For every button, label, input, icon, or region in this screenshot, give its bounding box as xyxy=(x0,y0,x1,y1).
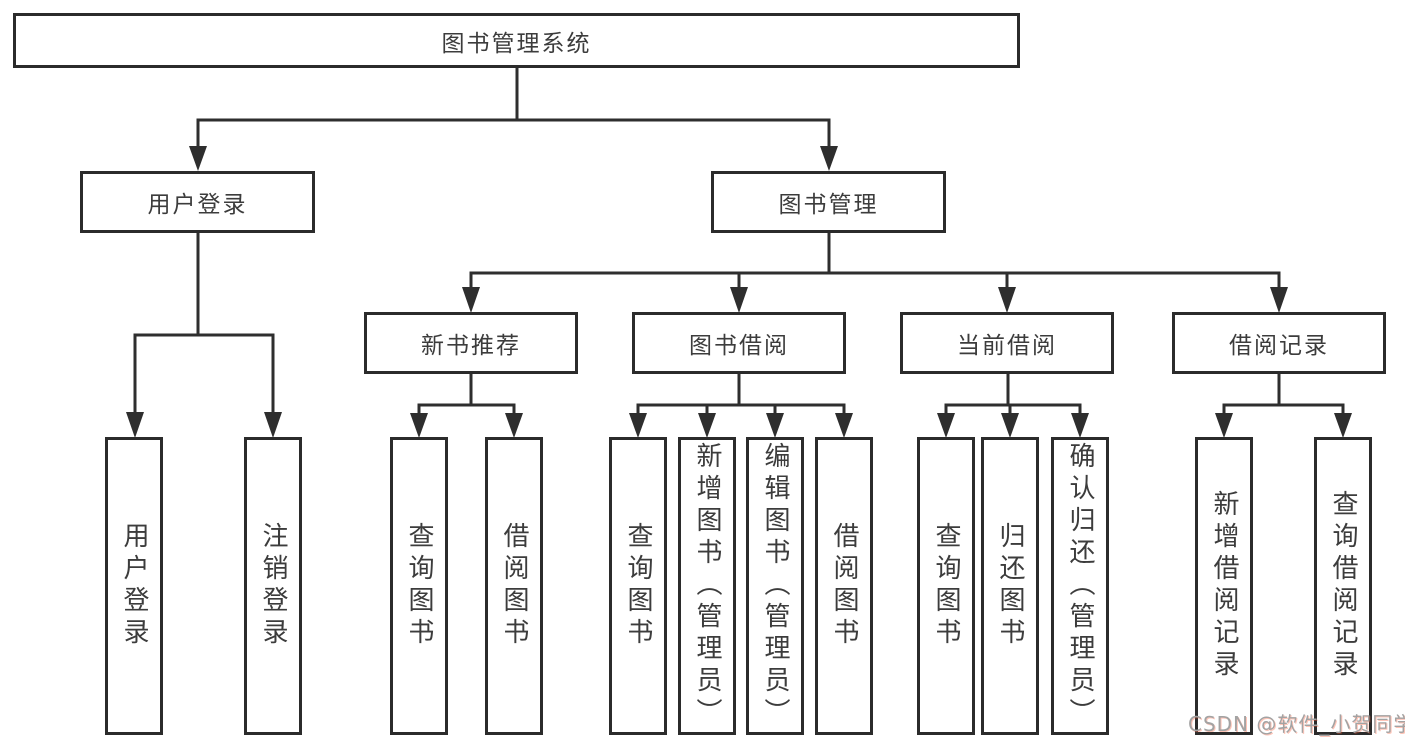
node-new-book-recommend-label: 新书推荐 xyxy=(421,333,521,359)
node-current-borrowing-label: 当前借阅 xyxy=(957,333,1057,359)
leaf-borrow-books-2-label: 借阅图书 xyxy=(829,522,859,650)
arrow-down-icon xyxy=(1270,287,1288,313)
leaf-confirm-return-admin-label: 确认归还（管理员） xyxy=(1065,442,1095,730)
leaf-add-borrow-record: 新增借阅记录 xyxy=(1195,437,1253,735)
leaf-borrow-books-1: 借阅图书 xyxy=(485,437,543,735)
leaf-query-books-1-label: 查询图书 xyxy=(404,522,434,650)
leaf-user-login: 用户登录 xyxy=(105,437,163,735)
node-borrowing-records: 借阅记录 xyxy=(1172,312,1386,374)
leaf-user-login-label: 用户登录 xyxy=(119,522,149,650)
node-user-login: 用户登录 xyxy=(80,171,315,233)
arrow-down-icon xyxy=(462,287,480,313)
connectors-current-borrowing-subtree xyxy=(937,372,1089,438)
leaf-query-borrow-record-label: 查询借阅记录 xyxy=(1328,490,1358,682)
arrow-down-icon xyxy=(820,146,838,171)
leaf-query-books-1: 查询图书 xyxy=(390,437,448,735)
connectors-new-book-rec-subtree xyxy=(410,372,523,438)
arrow-down-icon xyxy=(264,412,282,438)
node-root: 图书管理系统 xyxy=(13,13,1020,68)
arrow-down-icon xyxy=(730,287,748,313)
arrow-down-icon xyxy=(998,287,1016,313)
node-borrowing-records-label: 借阅记录 xyxy=(1229,333,1329,359)
leaf-add-books-admin: 新增图书（管理员） xyxy=(678,437,736,735)
node-book-borrowing-label: 图书借阅 xyxy=(689,333,789,359)
leaf-edit-books-admin-label: 编辑图书（管理员） xyxy=(760,442,790,730)
leaf-confirm-return-admin: 确认归还（管理员） xyxy=(1051,437,1109,735)
arrow-down-icon xyxy=(410,413,428,438)
arrow-down-icon xyxy=(1001,413,1019,438)
leaf-return-books-label: 归还图书 xyxy=(995,522,1025,650)
leaf-query-borrow-record: 查询借阅记录 xyxy=(1314,437,1372,735)
leaf-return-books: 归还图书 xyxy=(981,437,1039,735)
leaf-borrow-books-1-label: 借阅图书 xyxy=(499,522,529,650)
leaf-query-books-3: 查询图书 xyxy=(917,437,975,735)
node-user-login-label: 用户登录 xyxy=(147,192,248,218)
connectors-book-borrowing-subtree xyxy=(629,372,853,438)
node-root-label: 图书管理系统 xyxy=(441,30,592,57)
leaf-query-books-3-label: 查询图书 xyxy=(931,522,961,650)
leaf-logout-label: 注销登录 xyxy=(258,522,288,650)
leaf-query-books-2: 查询图书 xyxy=(609,437,667,735)
node-current-borrowing: 当前借阅 xyxy=(900,312,1114,374)
arrow-down-icon xyxy=(698,413,716,438)
node-new-book-recommend: 新书推荐 xyxy=(364,312,578,374)
arrow-down-icon xyxy=(835,413,853,438)
leaf-edit-books-admin: 编辑图书（管理员） xyxy=(746,437,804,735)
arrow-down-icon xyxy=(1334,413,1352,438)
arrow-down-icon xyxy=(1071,413,1089,438)
leaf-logout: 注销登录 xyxy=(244,437,302,735)
node-book-management-label: 图书管理 xyxy=(778,192,879,218)
node-book-borrowing: 图书借阅 xyxy=(632,312,846,374)
leaf-add-books-admin-label: 新增图书（管理员） xyxy=(692,442,722,730)
leaf-query-books-2-label: 查询图书 xyxy=(623,522,653,650)
arrow-down-icon xyxy=(1215,413,1233,438)
connectors-user-login-subtree xyxy=(126,231,282,438)
arrow-down-icon xyxy=(189,146,207,171)
leaf-borrow-books-2: 借阅图书 xyxy=(815,437,873,735)
connectors-borrowing-records-subtree xyxy=(1215,372,1352,438)
arrow-down-icon xyxy=(505,413,523,438)
connectors-book-mgmt-to-level3 xyxy=(462,231,1288,313)
arrow-down-icon xyxy=(126,412,144,438)
arrow-down-icon xyxy=(937,413,955,438)
leaf-add-borrow-record-label: 新增借阅记录 xyxy=(1209,490,1239,682)
connectors-root-to-level2 xyxy=(189,66,838,171)
arrow-down-icon xyxy=(766,413,784,438)
csdn-watermark: CSDN @软件_小贺同学 xyxy=(1188,712,1405,736)
arrow-down-icon xyxy=(629,413,647,438)
node-book-management: 图书管理 xyxy=(711,171,946,233)
